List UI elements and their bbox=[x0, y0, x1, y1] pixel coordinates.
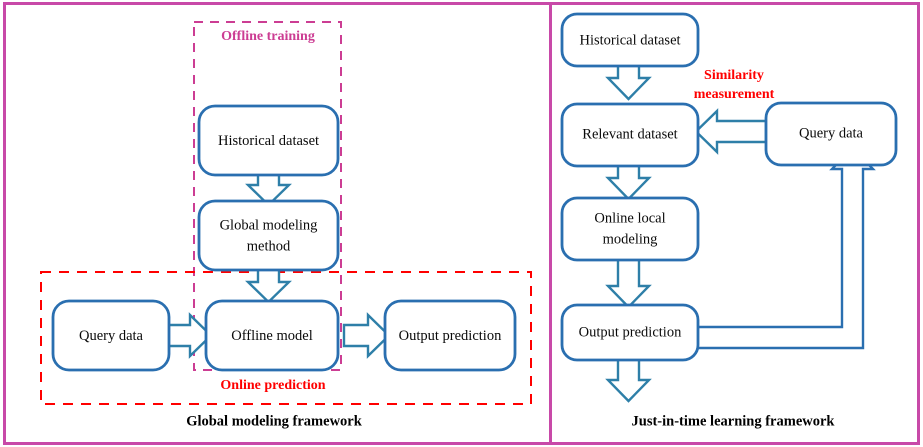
similarity-measurement-label-line2: measurement bbox=[694, 87, 775, 102]
node-query-data-left[interactable]: Query data bbox=[51, 299, 171, 372]
node-offline-model[interactable]: Offline model bbox=[204, 299, 340, 372]
node-label: Relevant dataset bbox=[582, 126, 677, 142]
node-online-local-modeling[interactable]: Online local modeling bbox=[560, 196, 700, 262]
node-historical-dataset-right[interactable]: Historical dataset bbox=[560, 12, 700, 68]
node-box bbox=[197, 104, 340, 177]
node-box bbox=[560, 303, 700, 362]
zone-offline-training-label: Offline training bbox=[221, 29, 315, 44]
node-box bbox=[51, 299, 171, 372]
similarity-measurement-label-line1: Similarity bbox=[704, 68, 764, 83]
node-label: Query data bbox=[79, 328, 144, 344]
arrow-onlinelocal-to-output bbox=[605, 256, 652, 309]
arrow-offline-to-output bbox=[342, 312, 391, 359]
node-label: Query data bbox=[799, 125, 864, 141]
node-global-modeling-method[interactable]: Global modeling method bbox=[197, 199, 340, 272]
node-label: Output prediction bbox=[579, 324, 682, 340]
node-label: Output prediction bbox=[399, 328, 502, 344]
node-label-line1: Online local bbox=[594, 210, 665, 226]
node-label: Historical dataset bbox=[218, 133, 319, 149]
outer-border bbox=[3, 2, 920, 445]
node-box bbox=[764, 101, 898, 167]
zone-online-prediction-label: Online prediction bbox=[220, 378, 325, 393]
left-panel-caption: Global modeling framework bbox=[186, 413, 363, 429]
node-historical-dataset-left[interactable]: Historical dataset bbox=[197, 104, 340, 177]
node-relevant-dataset[interactable]: Relevant dataset bbox=[560, 102, 700, 168]
node-box bbox=[560, 102, 700, 168]
node-label-line2: method bbox=[247, 238, 291, 254]
node-box bbox=[383, 299, 517, 372]
node-output-prediction-left[interactable]: Output prediction bbox=[383, 299, 517, 372]
right-panel-caption: Just-in-time learning framework bbox=[632, 413, 836, 429]
node-output-prediction-right[interactable]: Output prediction bbox=[560, 303, 700, 362]
arrow-query-to-relevant bbox=[694, 108, 768, 155]
node-query-data-right[interactable]: Query data bbox=[764, 101, 898, 167]
node-label: Offline model bbox=[231, 328, 312, 344]
arrow-output-terminal-down bbox=[605, 356, 652, 403]
node-label-line1: Global modeling bbox=[220, 217, 318, 233]
node-box bbox=[560, 196, 700, 262]
node-box bbox=[204, 299, 340, 372]
node-box bbox=[560, 12, 700, 68]
node-label-line2: modeling bbox=[603, 231, 658, 247]
node-box bbox=[197, 199, 340, 272]
node-label: Historical dataset bbox=[579, 32, 680, 48]
zone-online-prediction bbox=[40, 271, 532, 405]
